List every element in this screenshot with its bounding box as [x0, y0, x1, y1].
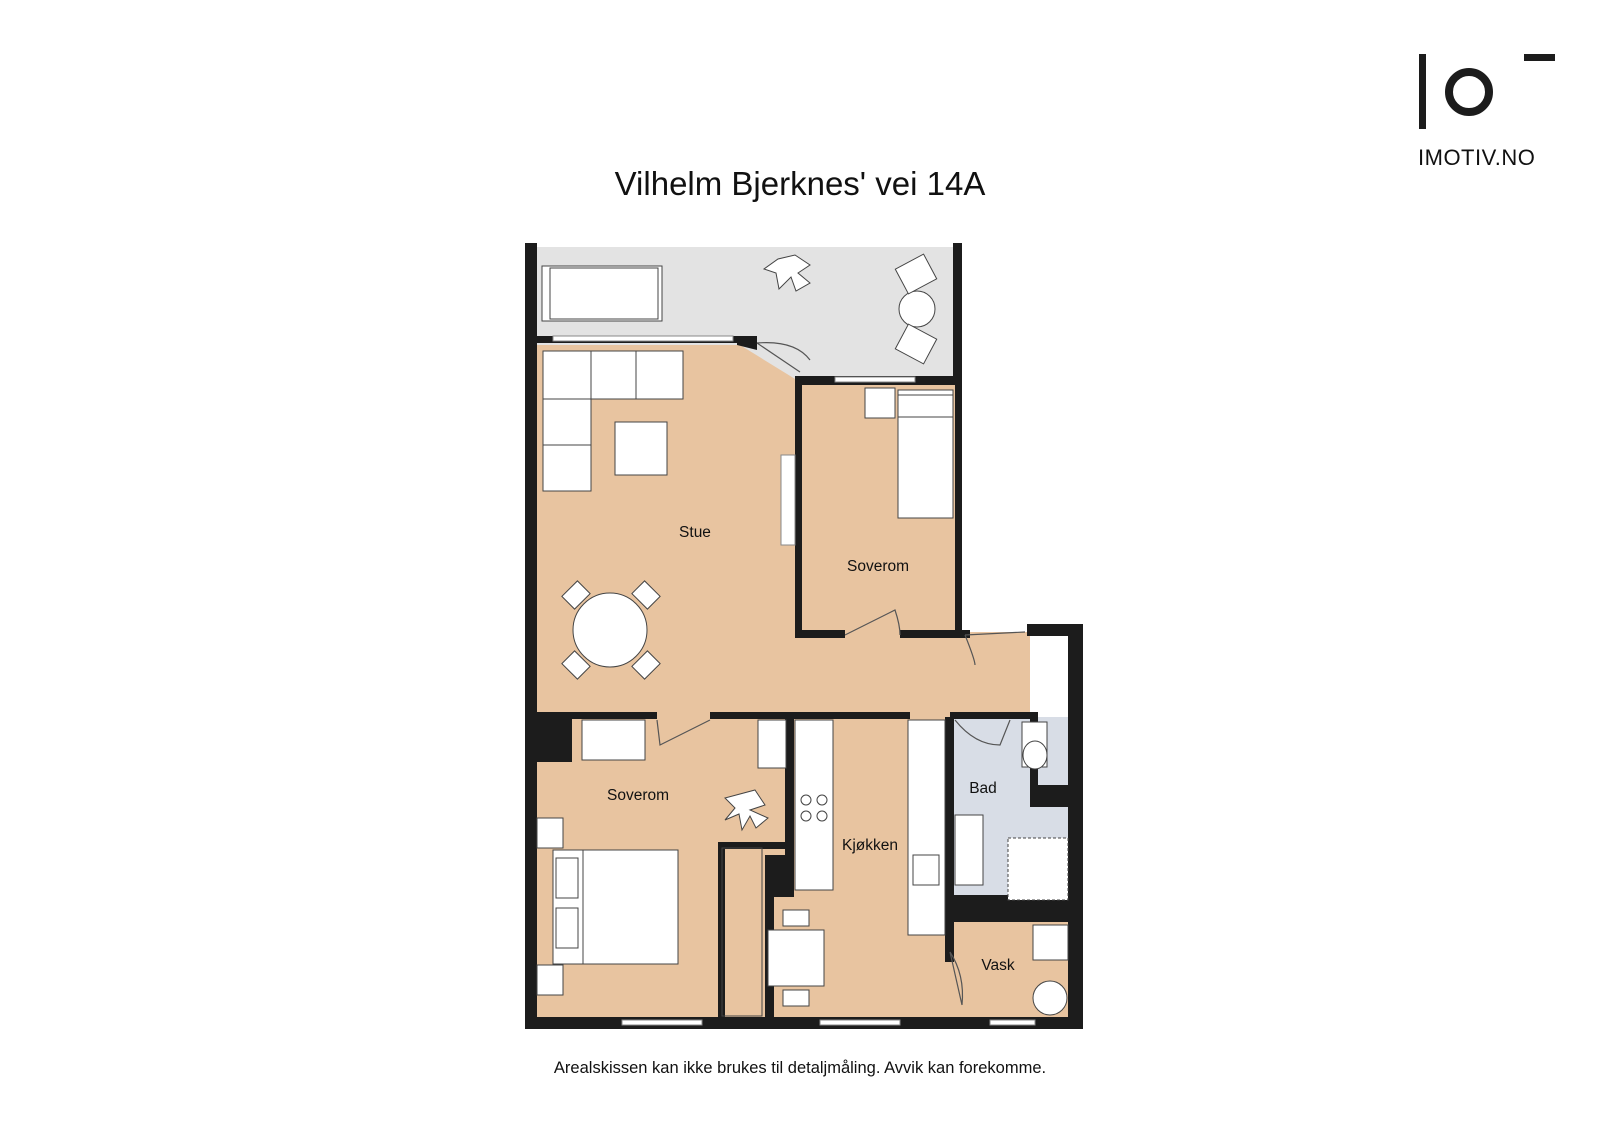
bathroom-sink: [954, 814, 984, 886]
room-label-bad: Bad: [969, 780, 997, 797]
plant-south: [724, 789, 769, 832]
windows: [552, 335, 1036, 1026]
laundry-cabinet: [1032, 924, 1069, 961]
room-label-soverom-south: Soverom: [607, 787, 669, 804]
room-label-vask: Vask: [981, 957, 1015, 974]
sun-lounger: [541, 265, 663, 322]
dining-table: [572, 592, 648, 668]
room-label-kjokken: Kjøkken: [842, 837, 898, 854]
wardrobe: [721, 847, 763, 1017]
dresser-south: [581, 719, 646, 761]
kitchen-counter-left: [794, 719, 834, 891]
coffee-table: [614, 421, 668, 476]
doors: [656, 342, 1026, 1006]
plant-balcony: [762, 254, 811, 292]
kitchen-sink: [912, 854, 940, 886]
washing-machine: [1032, 980, 1068, 1016]
nightstand-north: [864, 387, 896, 419]
sofa-back: [542, 350, 684, 400]
shower: [1007, 837, 1069, 901]
kitchen-table: [767, 929, 825, 987]
plan-title: Vilhelm Bjerknes' vei 14A: [614, 165, 986, 202]
disclaimer-text: Arealskissen kan ikke brukes til detaljm…: [553, 1059, 1047, 1077]
room-label-stue: Stue: [679, 524, 711, 541]
room-label-soverom-north: Soverom: [847, 558, 909, 575]
balcony-table: [898, 290, 936, 328]
furniture: [536, 253, 1069, 1017]
brand-name: IMOTIV.NO: [1418, 145, 1536, 170]
shelf-south: [757, 719, 787, 769]
imotiv-logo: [1419, 54, 1555, 129]
kitchen-counter-right: [907, 719, 946, 936]
